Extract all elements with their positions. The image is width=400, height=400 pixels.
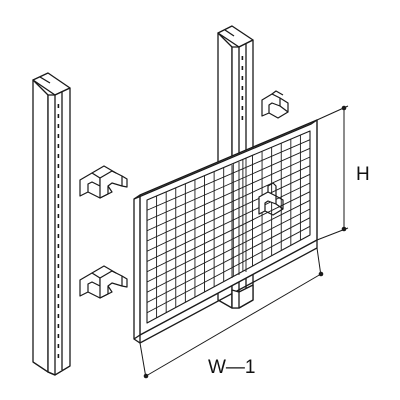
mesh-horizontal-wire [146, 156, 311, 232]
left-lower-bracket [79, 265, 128, 299]
right-post-slots [241, 56, 244, 120]
right-post-bottom [231, 284, 254, 309]
panel-center-bracket [258, 182, 284, 216]
height-dimension [316, 105, 349, 241]
post-through-mesh [231, 158, 247, 278]
left-upright-post [32, 72, 71, 376]
mesh-horizontal-wire [146, 147, 311, 221]
width-label: W—1 [208, 357, 256, 378]
mesh-horizontal-wire [146, 208, 311, 293]
wire-mesh-panel [133, 119, 318, 344]
panel-mesh-grid [146, 135, 311, 318]
height-label: H [356, 164, 370, 185]
mesh-horizontal-wire [146, 139, 311, 211]
mesh-horizontal-wire [146, 217, 311, 303]
mesh-horizontal-wire [146, 199, 311, 283]
left-upper-bracket [79, 165, 128, 199]
mesh-horizontal-wire [146, 182, 311, 262]
mesh-horizontal-wire [146, 225, 311, 314]
right-upper-bracket [261, 90, 289, 119]
width-dimension [139, 247, 324, 379]
mesh-horizontal-wire [146, 165, 311, 242]
left-post-slots [57, 104, 60, 358]
mesh-horizontal-wire [146, 173, 311, 252]
